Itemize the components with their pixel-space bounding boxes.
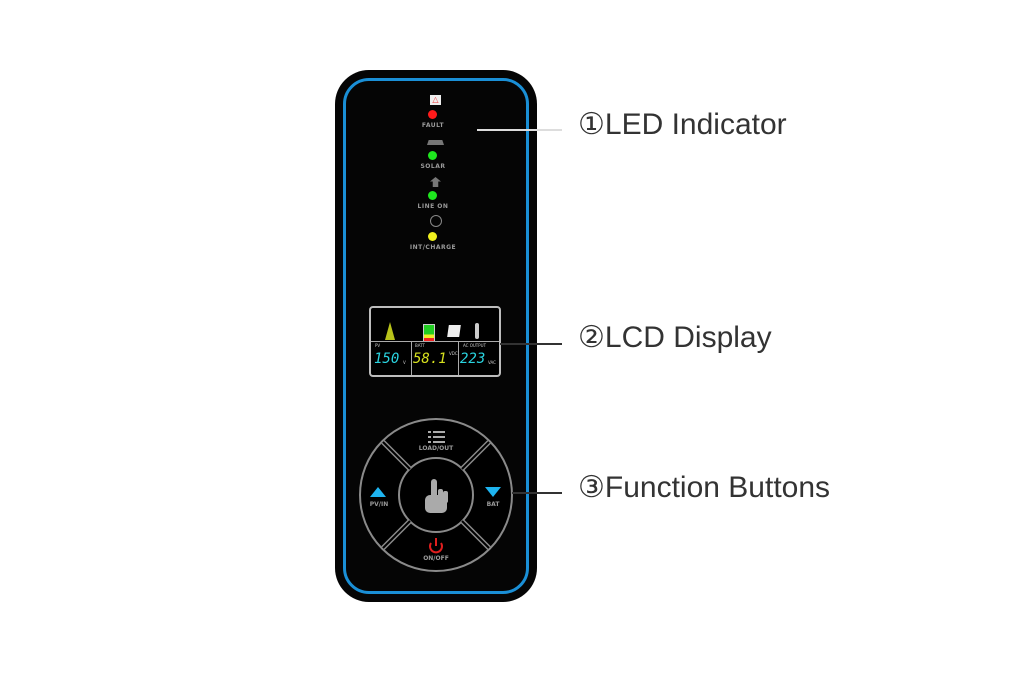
- function-button-ring: [359, 418, 513, 572]
- pv-in-button[interactable]: PV/IN: [369, 501, 389, 508]
- lcd-display: PV 150 V BATT 58.1 VDC AC OUTPUT 223 VAC: [369, 306, 501, 377]
- hand-pointer-icon: [425, 479, 448, 513]
- panel-border: [343, 78, 529, 594]
- line-on-label: LINE ON: [417, 203, 449, 210]
- callout-function-buttons: ③Function Buttons: [578, 471, 831, 504]
- callout-line-led: [477, 129, 562, 131]
- int-charge-label: INT/CHARGE: [409, 244, 457, 251]
- fault-label: FAULT: [421, 122, 445, 129]
- callout-line-lcd: [500, 343, 562, 345]
- menu-list-icon: [428, 431, 445, 443]
- batt-label: BATT: [415, 343, 425, 348]
- callout-line-buttons: [512, 492, 562, 494]
- batt-value: 58.1: [413, 351, 447, 367]
- solar-led: [428, 151, 437, 160]
- load-bulb-icon: [475, 323, 479, 339]
- pv-unit: V: [403, 360, 406, 365]
- output-label: AC OUTPUT: [463, 343, 487, 348]
- int-charge-led: [428, 232, 437, 241]
- grid-tower-icon: [385, 322, 395, 340]
- warning-icon: △: [430, 95, 441, 105]
- pv-label: PV: [375, 343, 381, 348]
- line-on-led: [428, 191, 437, 200]
- callout-lcd-display: ②LCD Display: [578, 321, 772, 354]
- battery-icon: [423, 324, 435, 342]
- down-arrow-icon: [485, 487, 501, 497]
- solar-label: SOLAR: [420, 163, 446, 170]
- callout-led-indicator: ①LED Indicator: [578, 108, 787, 141]
- inverter-screen-icon: [447, 325, 461, 337]
- pv-value: 150: [374, 351, 400, 367]
- bat-button[interactable]: BAT: [486, 501, 500, 508]
- output-value: 223: [460, 351, 486, 367]
- grid-tower-icon: [430, 177, 441, 187]
- batt-unit: VDC: [449, 351, 458, 356]
- power-icon: [429, 538, 443, 554]
- output-unit: VAC: [488, 360, 496, 365]
- load-out-button[interactable]: LOAD/OUT: [418, 445, 454, 452]
- on-off-button[interactable]: ON/OFF: [423, 555, 449, 562]
- solar-panel-icon: [427, 140, 444, 145]
- fault-led: [428, 110, 437, 119]
- up-arrow-icon: [370, 487, 386, 497]
- center-touch-button[interactable]: [400, 459, 472, 531]
- inverter-icon: [430, 215, 442, 227]
